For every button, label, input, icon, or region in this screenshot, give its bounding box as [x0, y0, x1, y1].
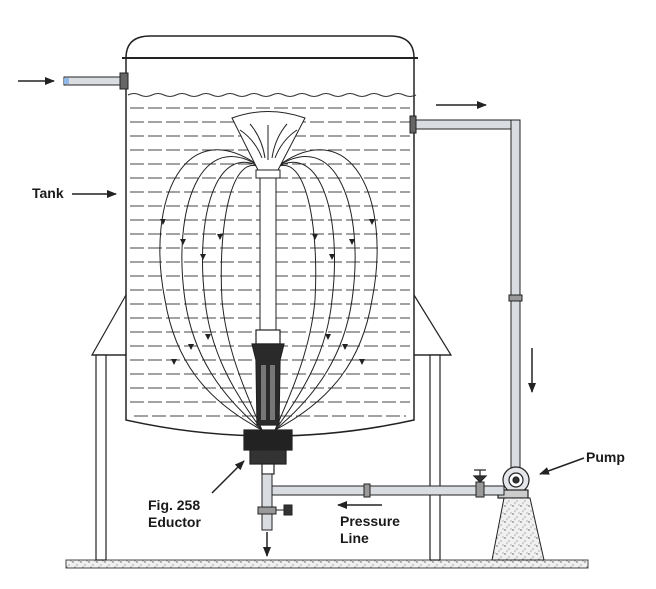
pump-base — [491, 497, 545, 561]
ground — [65, 559, 589, 569]
discharge-plume — [231, 111, 306, 331]
circulation-flow-lines — [159, 149, 378, 431]
pump-label: Pump — [586, 449, 625, 465]
pressure-line-pipe — [267, 481, 505, 498]
pump-callout-arrow — [539, 457, 585, 475]
pressure-line-label: Pressure Line — [340, 513, 400, 547]
circulation-arrows — [160, 219, 375, 365]
pressure-label-line2: Line — [340, 530, 369, 546]
drain-pipe — [257, 473, 293, 531]
eductor-label-line2: Eductor — [148, 514, 201, 530]
eductor-label: Fig. 258 Eductor — [148, 497, 201, 531]
pressure-label-line1: Pressure — [340, 513, 400, 529]
eductor-callout-arrow — [211, 460, 245, 494]
valve-icon — [472, 469, 488, 483]
tank-support-stand — [90, 294, 453, 561]
pump-icon — [497, 466, 530, 499]
outlet-pipe — [409, 115, 523, 483]
eductor-label-line1: Fig. 258 — [148, 497, 201, 513]
inlet-pipe — [63, 72, 129, 90]
tank-label: Tank — [32, 185, 64, 201]
eductor-icon — [243, 329, 293, 475]
